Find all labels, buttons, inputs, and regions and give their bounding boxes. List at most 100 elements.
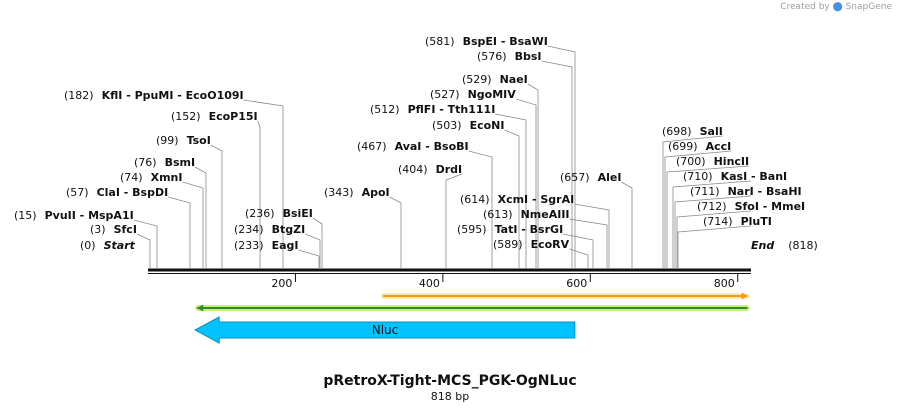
enzyme-name: EcoNI <box>470 119 505 132</box>
site-leader-line <box>495 113 527 268</box>
site-leader-line <box>664 150 732 268</box>
site-position: (233) <box>234 239 264 252</box>
site-label: (699)AccI <box>668 140 731 153</box>
restriction-site[interactable]: (15)PvuII - MspA1I <box>14 209 134 222</box>
site-leader-line <box>305 233 321 268</box>
restriction-site[interactable]: (234)BtgZI <box>234 223 305 236</box>
site-position: (343) <box>324 186 354 199</box>
enzyme-name: ClaI <box>97 186 120 199</box>
restriction-site[interactable]: (404) DrdI <box>398 163 462 176</box>
restriction-site[interactable]: (74)XmnI <box>120 171 182 184</box>
site-leader-line <box>621 181 633 268</box>
restriction-site[interactable]: (714)PluTI <box>703 215 772 228</box>
site-leader-line <box>243 99 284 268</box>
restriction-site[interactable]: (711)NarI - BsaHI <box>690 185 802 198</box>
restriction-site[interactable]: (182)KflI - PpuMI - EcoO109I <box>64 89 244 102</box>
site-leader-line <box>133 219 158 268</box>
restriction-site[interactable]: (343) ApoI <box>324 186 390 199</box>
site-position: (613) <box>483 208 513 221</box>
enzyme-name: BsiEI <box>283 207 313 220</box>
feature-arrow[interactable] <box>195 304 750 312</box>
restriction-site[interactable]: (57)ClaI - BspDI <box>66 186 168 199</box>
site-position: (576) <box>477 50 507 63</box>
site-position: (712) <box>697 200 727 213</box>
site-label: (236)BsiEI <box>245 207 313 220</box>
site-position: (15) <box>14 209 37 222</box>
restriction-site[interactable]: (700)HincII <box>676 155 749 168</box>
site-position: (404) <box>398 163 428 176</box>
enzyme-name: End <box>751 239 774 252</box>
enzyme-name: DrdI <box>436 163 463 176</box>
feature-arrow-head <box>197 304 204 312</box>
restriction-site[interactable]: (152)EcoP15I <box>171 110 258 123</box>
site-position: (76) <box>134 156 157 169</box>
enzyme-name: XcmI <box>498 193 529 206</box>
site-leader-line <box>672 180 752 268</box>
restriction-site[interactable]: (712)SfoI - MmeI <box>697 200 805 213</box>
site-leader-line <box>541 60 573 268</box>
site-leader-line <box>662 135 723 268</box>
restriction-site[interactable]: End(818) <box>751 239 818 252</box>
site-position: (657) <box>560 171 590 184</box>
enzyme-name: KflI <box>102 89 123 102</box>
leader-lines <box>133 45 752 268</box>
restriction-site[interactable]: (595)TatI - BsrGI <box>457 223 563 236</box>
restriction-site[interactable]: (529)NaeI <box>462 73 528 86</box>
site-label: (99)TsoI <box>156 134 211 147</box>
enzyme-name: AvaI <box>395 140 422 153</box>
enzyme-name: PluTI <box>741 215 772 228</box>
enzyme-name: ApoI <box>362 186 390 199</box>
restriction-site[interactable]: (657) AleI <box>560 171 621 184</box>
enzyme-name: PvuII <box>45 209 76 222</box>
site-position: (512) <box>370 103 400 116</box>
site-label: (182)KflI - PpuMI - EcoO109I <box>64 89 244 102</box>
restriction-site[interactable]: (76)BsmI <box>134 156 195 169</box>
feature-nluc[interactable]: Nluc <box>194 316 576 344</box>
restriction-site[interactable]: (503)EcoNI <box>432 119 504 132</box>
restriction-site[interactable]: (576)BbsI <box>477 50 542 63</box>
site-label: (76)BsmI <box>134 156 195 169</box>
restriction-site[interactable]: (698)SalI <box>662 125 723 138</box>
restriction-site[interactable]: (614)XcmI - SgrAI <box>460 193 574 206</box>
enzyme-name: EcoP15I <box>209 110 258 123</box>
site-position: (710) <box>683 170 713 183</box>
restriction-site[interactable]: (710)KasI - BanI <box>683 170 787 183</box>
site-leader-line <box>389 196 402 268</box>
site-label: (589)EcoRV <box>493 238 570 251</box>
restriction-site[interactable]: (233) EagI <box>234 239 299 252</box>
feature-arrow[interactable] <box>380 292 750 300</box>
restriction-site[interactable]: (581)BspEI - BsaWI <box>425 35 548 48</box>
restriction-site[interactable]: (527)NgoMIV <box>430 88 516 101</box>
restriction-site[interactable]: (613)NmeAIII <box>483 208 570 221</box>
restriction-site[interactable]: (699)AccI <box>668 140 731 153</box>
site-labels: (0)Start(3)SfcI(15)PvuII - MspA1I(57)Cla… <box>14 35 818 252</box>
enzyme-name: AleI <box>598 171 622 184</box>
nluc-arrow <box>194 316 576 344</box>
site-position: (57) <box>66 186 89 199</box>
feature-arrow-head <box>741 292 748 300</box>
enzyme-name: TsoI <box>187 134 211 147</box>
site-position: (595) <box>457 223 487 236</box>
ruler-tick-label: 400 <box>419 277 440 290</box>
site-leader-line <box>677 225 752 268</box>
site-label: (712)SfoI - MmeI <box>697 200 805 213</box>
site-leader-line <box>210 144 223 268</box>
restriction-site[interactable]: (236)BsiEI <box>245 207 313 220</box>
site-label: (710)KasI - BanI <box>683 170 787 183</box>
site-label: (467)AvaI - BsoBI <box>357 140 469 153</box>
site-label: (700)HincII <box>676 155 749 168</box>
site-label: (657) AleI <box>560 171 621 184</box>
restriction-site[interactable]: (589)EcoRV <box>493 238 570 251</box>
site-label: (581)BspEI - BsaWI <box>425 35 548 48</box>
site-label: (233) EagI <box>234 239 299 252</box>
plasmid-name: pRetroX-Tight-MCS_PGK-OgNLuc <box>323 373 577 389</box>
enzyme-name: EagI <box>272 239 299 252</box>
restriction-site[interactable]: (512)PflFI - Tth111I <box>370 103 495 116</box>
restriction-site[interactable]: (0)Start <box>80 239 136 252</box>
restriction-site[interactable]: (3)SfcI <box>90 223 137 236</box>
restriction-site[interactable]: (467)AvaI - BsoBI <box>357 140 469 153</box>
site-label: (613)NmeAIII <box>483 208 570 221</box>
restriction-site[interactable]: (99)TsoI <box>156 134 211 147</box>
site-label: (698)SalI <box>662 125 723 138</box>
